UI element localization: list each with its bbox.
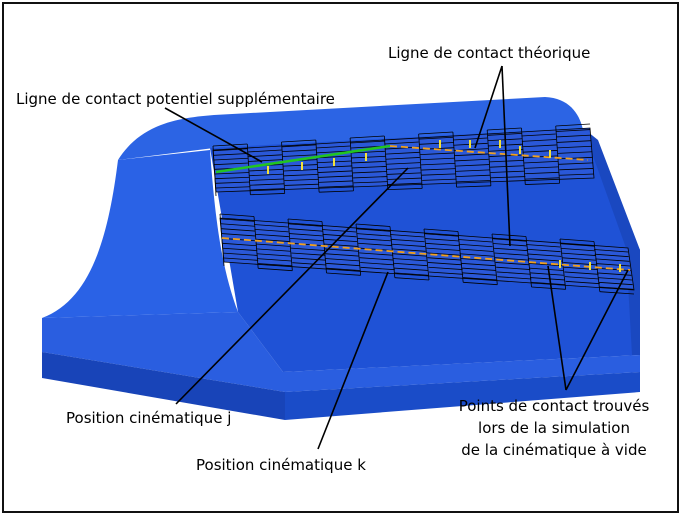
base-slab-front-right (285, 372, 640, 420)
label-contact-points-line2: lors de la simulation (478, 419, 630, 437)
leader-theoretical-2 (501, 65, 511, 247)
left-fillet (42, 150, 238, 318)
theoretical-contact-line-lower (221, 237, 631, 271)
leader-theoretical-1 (474, 65, 503, 149)
label-position-k: Position cinématique k (196, 456, 366, 474)
leader-position-k (317, 271, 389, 450)
label-theoretical-contact-line: Ligne de contact théorique (388, 44, 591, 62)
base-slab-top (42, 312, 640, 392)
leader-points-2 (565, 269, 629, 391)
leader-potential (164, 107, 263, 163)
leader-position-j (175, 167, 409, 405)
upper-mesh-band (212, 123, 595, 197)
contact-points-lower (559, 260, 621, 272)
contact-points-upper (267, 140, 551, 174)
label-potential-contact-line: Ligne de contact potentiel supplémentair… (16, 90, 335, 108)
lower-mesh-band (219, 213, 635, 295)
potential-contact-line (215, 144, 391, 174)
leader-lines (164, 65, 629, 450)
label-contact-points-line1: Points de contact trouvés (458, 397, 650, 415)
leader-points-1 (547, 265, 567, 391)
right-face (583, 128, 640, 355)
label-contact-points-line3: de la cinématique à vide (461, 441, 647, 459)
top-face (118, 97, 583, 160)
base-slab-front (42, 352, 285, 420)
theoretical-contact-line-upper (389, 145, 589, 161)
label-position-j: Position cinématique j (66, 409, 232, 427)
